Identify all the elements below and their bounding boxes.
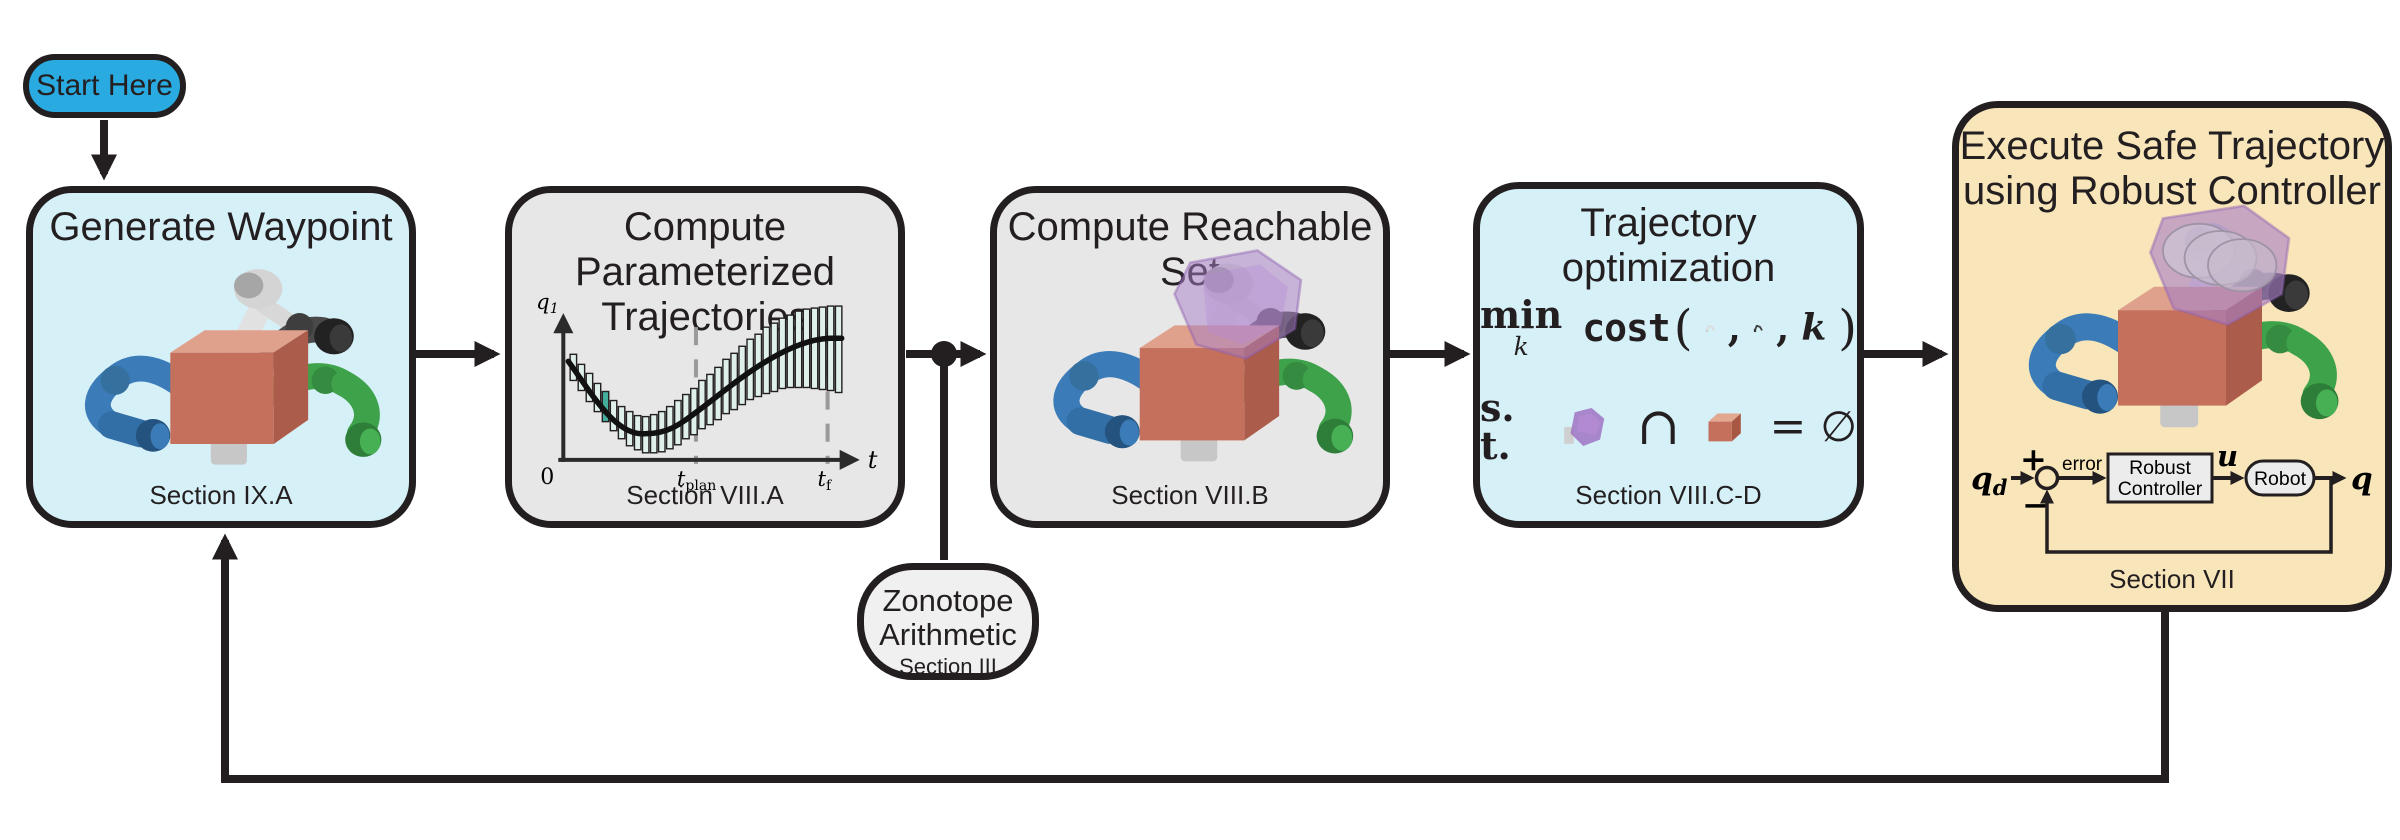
zonotope-arithmetic-node: Zonotope Arithmetic Section III: [857, 563, 1039, 680]
error-label: error: [2062, 454, 2103, 475]
min-operator: min k: [1480, 292, 1563, 362]
start-here-label: Start Here: [36, 69, 173, 102]
tplan-tick-label: tplan: [677, 466, 716, 494]
execute-title-line2: using Robust Controller: [1963, 168, 2381, 213]
reachable-set-purple-icon: [1564, 408, 1605, 446]
subject-to: s. t.: [1480, 385, 1515, 468]
feedback-path: [2040, 478, 2333, 554]
y-axis-label: q1: [536, 289, 558, 317]
equals-sign: =: [1769, 401, 1807, 452]
robot-arm-black-icon: [1753, 324, 1763, 332]
controller-label-line1: Robust: [2129, 457, 2191, 479]
minus-sign: −: [2022, 486, 2049, 524]
intersection-symbol: ∩: [1636, 397, 1681, 457]
robot-plant-label: Robot: [2254, 468, 2307, 490]
output-label: q: [2351, 461, 2373, 497]
control-signal-label: u: [2217, 444, 2238, 473]
obstacle-cube-icon: [1708, 413, 1742, 442]
box-execute-trajectory: Execute Safe Trajectory using Robust Con…: [1952, 101, 2392, 612]
origin-tick-label: 0: [540, 464, 554, 490]
zonotope-bar: [810, 307, 819, 390]
robot-arm-white-icon: [1705, 324, 1715, 332]
zonotope-node-line1: Zonotope: [882, 583, 1014, 618]
robot-reachable-set-illustration: [1009, 249, 1375, 472]
zonotope-bar: [794, 310, 803, 389]
box-trajectory-optimization: Trajectory optimization min k cost ( , ,…: [1473, 182, 1864, 528]
feedback-loop-execute-to-waypoint: [212, 533, 2169, 783]
nominal-trajectory-curve: [565, 335, 845, 437]
zonotope-node-section: Section III: [899, 654, 997, 680]
box-parameterized-trajectories: Compute Parameterized Trajectories q1 t …: [505, 186, 905, 528]
robot-arms-illustration: [41, 251, 403, 475]
junction-dot: [931, 341, 957, 367]
robot-execution-illustration: [1983, 204, 2361, 438]
zonotope-bar: [826, 305, 835, 392]
x-axis-label: t: [868, 446, 878, 474]
objective-expression: min k cost ( , , k ): [1480, 292, 1857, 362]
trajectory-optimization-section: Section VIII.C-D: [1575, 480, 1762, 510]
tf-tick-label: tf: [818, 466, 833, 494]
constraint-expression: s. t. ∩ = ∅: [1480, 389, 1857, 465]
zonotope-node-line2: Arithmetic: [879, 617, 1017, 653]
cost-function: cost: [1582, 305, 1671, 350]
trajectories-title-line1: Compute Parameterized: [574, 205, 836, 294]
generate-waypoint-title: Generate Waypoint: [49, 205, 393, 249]
execute-title-line1: Execute Safe Trajectory: [1959, 124, 2385, 168]
zonotope-bar: [802, 308, 811, 389]
generate-waypoint-section: Section IX.A: [149, 480, 293, 510]
trajectories-section: Section VIII.A: [626, 480, 784, 510]
trajectory-plot: q1 t 0 tplan tf: [536, 289, 878, 494]
desired-position-label: qd: [1971, 461, 2008, 500]
controller-label-line2: Controller: [2118, 478, 2203, 500]
execute-section: Section VII: [2109, 564, 2235, 594]
trajectory-optimization-title: Trajectory optimization: [1561, 201, 1776, 290]
start-here-badge: Start Here: [23, 54, 186, 118]
summing-junction: [2034, 465, 2060, 491]
zonotope-bar: [818, 306, 827, 391]
box-generate-waypoint: Generate Waypoint Section IX.A: [26, 186, 416, 528]
box-reachable-set: Compute Reachable Set Section VIII.B: [990, 186, 1390, 528]
empty-set-symbol: ∅: [1820, 402, 1858, 451]
reachable-set-section: Section VIII.B: [1111, 480, 1269, 510]
zonotope-bar: [834, 305, 843, 394]
control-block-diagram: qd + − error Robust Controller u Robot q: [1971, 444, 2373, 554]
decision-variable-k: k: [1801, 306, 1827, 349]
zonotope-interval-bars: [569, 305, 843, 454]
